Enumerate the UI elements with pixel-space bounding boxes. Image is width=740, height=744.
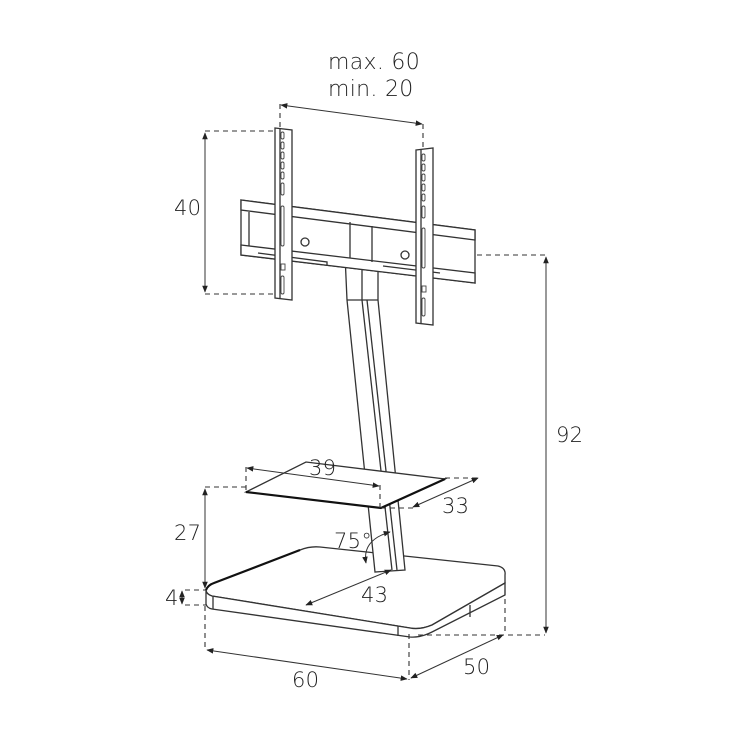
shelf-width-label: 39	[309, 456, 337, 480]
base-thickness-label: 4	[165, 586, 179, 610]
base-depth-label: 50	[463, 655, 491, 679]
base-plate	[204, 546, 506, 638]
column-angle-label: 75°	[334, 529, 373, 553]
vesa-width-min-label: min. 20	[328, 77, 414, 102]
total-height-label: 92	[556, 423, 584, 447]
shelf-height-label: 27	[174, 521, 202, 545]
vesa-width-max-label: max. 60	[328, 50, 421, 75]
dimension-lines	[179, 103, 549, 681]
glass-shelf	[243, 461, 448, 510]
tv-bracket	[240, 127, 476, 326]
column	[344, 254, 406, 573]
base-width-label: 60	[292, 668, 320, 692]
shelf-depth-label: 33	[442, 494, 470, 518]
base-inner-depth-label: 43	[361, 583, 389, 607]
vesa-height-label: 40	[174, 196, 202, 220]
rail-slots	[280, 131, 427, 317]
